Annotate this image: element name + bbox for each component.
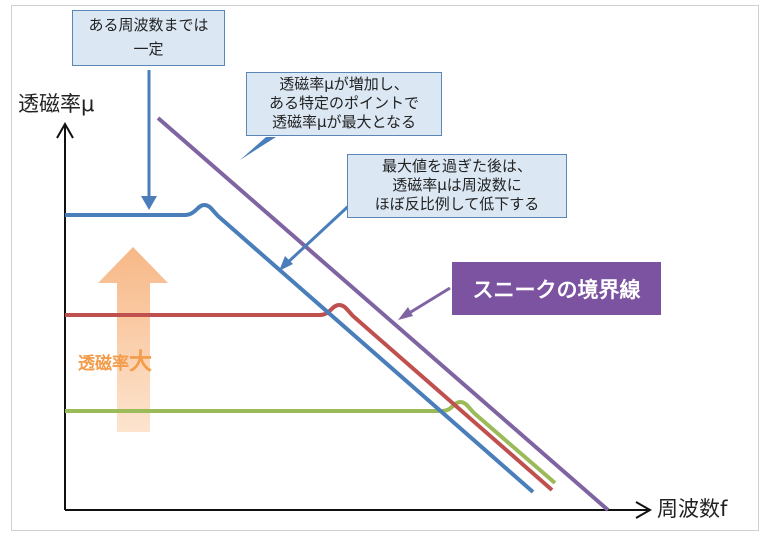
- permeability-increase-prefix: 透磁率: [78, 354, 129, 374]
- constant-callout: ある周波数までは 一定: [72, 10, 225, 66]
- permeability-increase-label: 透磁率大: [78, 342, 152, 376]
- y-axis-label: 透磁率μ: [18, 92, 95, 116]
- curve-red: [65, 303, 554, 492]
- curve-blue: [65, 203, 535, 494]
- permeability-increase-suffix: 大: [129, 349, 152, 375]
- x-axis-label: 周波数f: [657, 497, 728, 521]
- snake-label-pointer: [398, 286, 451, 320]
- peak-callout: 透磁率μが増加し、 ある特定のポイントで 透磁率μが最大となる: [246, 72, 442, 136]
- snake-boundary-line: [156, 116, 610, 512]
- decline-callout-pointer: [279, 198, 357, 271]
- peak-callout-pointer: [240, 137, 276, 160]
- x-axis: [65, 501, 653, 519]
- decline-callout: 最大値を過ぎた後は、 透磁率μは周波数に ほぼ反比例して低下する: [347, 154, 567, 218]
- permeability-increase-arrow: [98, 247, 168, 432]
- y-axis: [56, 121, 74, 510]
- curve-green: [65, 400, 557, 485]
- constant-callout-pointer: [141, 70, 157, 210]
- snake-boundary-label: スニークの境界線: [452, 262, 661, 315]
